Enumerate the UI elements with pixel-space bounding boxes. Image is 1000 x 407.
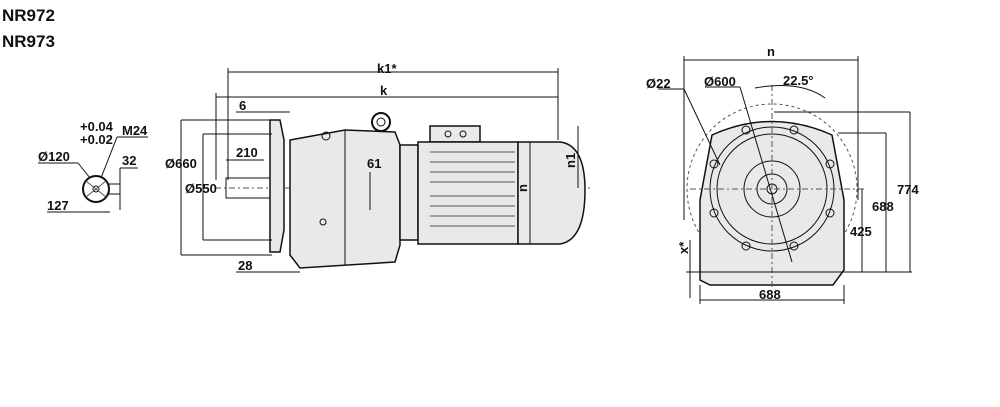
hole-diameter-label: Ø22 xyxy=(646,76,671,91)
spigot-depth-label: 28 xyxy=(238,258,252,273)
side-view: k1* k 6 Ø660 210 Ø550 28 61 n n1 xyxy=(165,61,590,273)
spigot-diameter-label: Ø550 xyxy=(185,181,217,196)
bolt-circle-label: Ø600 xyxy=(704,74,736,89)
flange-thickness-label: 6 xyxy=(239,98,246,113)
model-title-1: NR972 xyxy=(2,6,55,25)
key-width-label: 32 xyxy=(122,153,136,168)
tolerance-upper: +0.04 xyxy=(80,119,114,134)
x-dimension-label: x* xyxy=(676,241,691,254)
width-label: n xyxy=(767,44,775,59)
overall-length-label: k1* xyxy=(377,61,397,76)
base-width-label: 688 xyxy=(759,287,781,302)
thread-label: M24 xyxy=(122,123,148,138)
height-total-label: 774 xyxy=(897,182,919,197)
terminal-height-label: n1 xyxy=(563,153,578,168)
shaft-end-detail: +0.04 +0.02 Ø120 M24 32 127 xyxy=(38,119,148,213)
length-label: k xyxy=(380,83,388,98)
front-view: n Ø22 Ø600 22.5° 774 688 425 688 x* xyxy=(646,44,919,304)
flange-diameter-label: Ø660 xyxy=(165,156,197,171)
center-height-label: 425 xyxy=(850,224,872,239)
offset-label: 61 xyxy=(367,156,381,171)
angle-label: 22.5° xyxy=(783,73,814,88)
height-housing-label: 688 xyxy=(872,199,894,214)
model-title-2: NR973 xyxy=(2,32,55,51)
shaft-length-label: 210 xyxy=(236,145,258,160)
tolerance-lower: +0.02 xyxy=(80,132,113,147)
motor-height-label: n xyxy=(515,184,530,192)
shaft-diameter-label: Ø120 xyxy=(38,149,70,164)
key-height-label: 127 xyxy=(47,198,69,213)
